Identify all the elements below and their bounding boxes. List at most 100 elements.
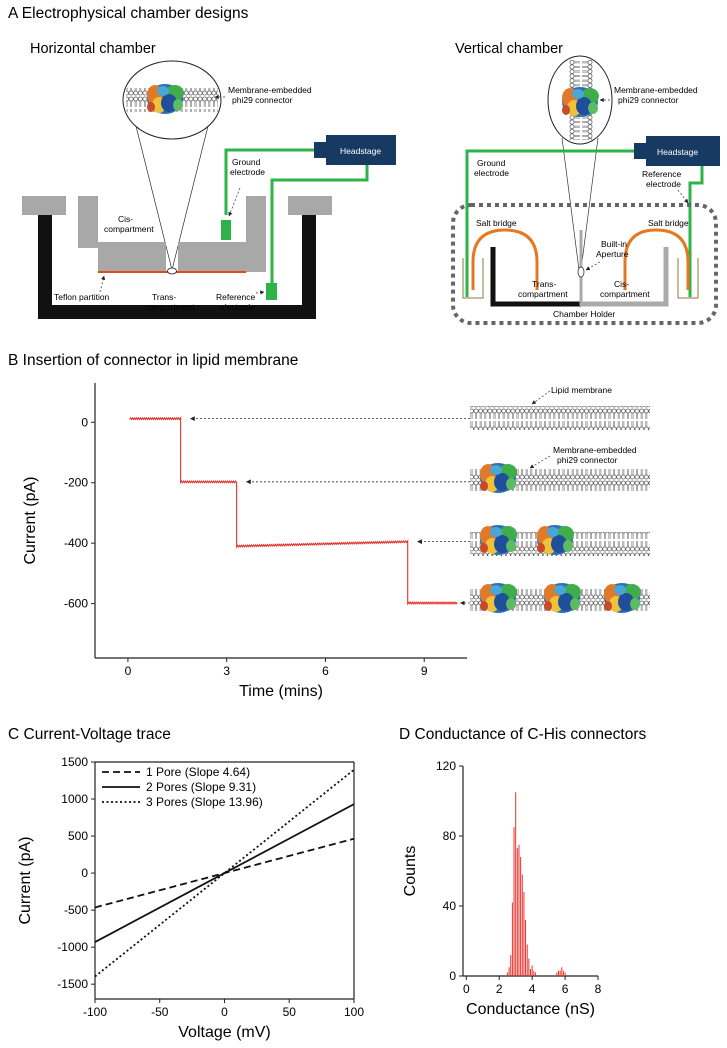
horizontal-chamber-title: Horizontal chamber bbox=[30, 41, 156, 57]
y-tick-label: 40 bbox=[443, 899, 457, 913]
histogram-bar bbox=[564, 972, 566, 976]
histogram-bar bbox=[508, 967, 510, 976]
y-tick-label: -1500 bbox=[57, 977, 88, 991]
y-tick-label: 120 bbox=[436, 759, 456, 773]
x-tick-label: -100 bbox=[83, 1005, 107, 1019]
histogram-bar bbox=[525, 920, 527, 976]
x-tick-label: 8 bbox=[595, 982, 602, 996]
y-tick-label: 0 bbox=[81, 415, 88, 429]
chamber-holder bbox=[451, 203, 718, 325]
y-tick-label: 80 bbox=[443, 829, 457, 843]
histogram-bar bbox=[513, 827, 515, 976]
x-tick-label: 0 bbox=[463, 982, 470, 996]
vertical-headstage: Headstage bbox=[634, 136, 720, 166]
histogram-bar bbox=[562, 970, 564, 976]
y-tick-label: -1000 bbox=[57, 940, 88, 954]
panel-b-title: B Insertion of connector in lipid membra… bbox=[8, 352, 298, 369]
magnified-membrane bbox=[122, 60, 222, 140]
horizontal-cis-label: Cis-compartment bbox=[104, 214, 154, 234]
horizontal-headstage: Headstage bbox=[314, 135, 396, 165]
x-tick-label: 0 bbox=[221, 1005, 228, 1019]
y-tick-label: 0 bbox=[81, 866, 88, 880]
legend-label: 3 Pores (Slope 13.96) bbox=[146, 795, 263, 809]
vertical-magnified-membrane bbox=[547, 55, 613, 145]
horizontal-trans-label: Trans-compartment bbox=[145, 292, 195, 312]
x-axis-label: Voltage (mV) bbox=[178, 1024, 270, 1041]
panel-c-title: C Current-Voltage trace bbox=[8, 726, 171, 743]
holder-label: Chamber Holder bbox=[553, 309, 616, 319]
x-axis-label: Conductance (nS) bbox=[466, 1001, 595, 1018]
panel-d-title: D Conductance of C-His connectors bbox=[399, 726, 647, 743]
x-tick-label: 100 bbox=[344, 1005, 364, 1019]
teflon-label: Teflon partition bbox=[54, 292, 110, 302]
y-tick-label: 500 bbox=[68, 829, 88, 843]
y-tick-label: -500 bbox=[64, 903, 88, 917]
x-tick-label: 6 bbox=[562, 982, 569, 996]
histogram-bar bbox=[518, 844, 520, 976]
salt-bridge-right bbox=[623, 228, 690, 290]
histogram-bar bbox=[520, 857, 522, 976]
histogram-bar bbox=[534, 972, 536, 976]
vertical-cis-label: Cis-compartment bbox=[600, 279, 650, 299]
histogram-bar bbox=[516, 848, 518, 976]
x-tick-label: 2 bbox=[496, 982, 503, 996]
y-axis-label: Counts bbox=[402, 846, 419, 897]
x-tick-label: 4 bbox=[529, 982, 536, 996]
iv-line bbox=[94, 803, 355, 943]
horizontal-ground-electrode bbox=[221, 220, 231, 240]
y-axis-label: Current (pA) bbox=[17, 836, 34, 924]
histogram-bar bbox=[533, 970, 535, 976]
lipid-membrane-label: Lipid membrane bbox=[551, 385, 612, 395]
histogram-bar bbox=[521, 874, 523, 976]
salt-bridge-left-label: Salt bridge bbox=[476, 218, 517, 228]
y-tick-label: 1000 bbox=[61, 792, 88, 806]
y-tick-label: 0 bbox=[449, 969, 456, 983]
histogram-bar bbox=[528, 958, 530, 976]
y-tick-label: -200 bbox=[64, 476, 88, 490]
x-tick-label: -50 bbox=[151, 1005, 169, 1019]
horizontal-reference-electrode bbox=[266, 283, 277, 300]
x-tick-label: 50 bbox=[283, 1005, 297, 1019]
histogram-bar bbox=[510, 955, 512, 976]
x-tick-label: 0 bbox=[125, 664, 132, 678]
histogram-bar bbox=[511, 902, 513, 976]
iv-line bbox=[94, 768, 355, 978]
legend-label: 2 Pores (Slope 9.31) bbox=[146, 780, 256, 794]
histogram-bar bbox=[530, 969, 531, 976]
histogram-bar bbox=[523, 892, 525, 976]
histogram-bar bbox=[506, 972, 508, 976]
salt-bridge-right-label: Salt bridge bbox=[648, 218, 689, 228]
y-tick-label: -600 bbox=[64, 597, 88, 611]
histogram-bar bbox=[515, 792, 517, 976]
x-tick-label: 9 bbox=[421, 664, 428, 678]
histogram-bar bbox=[559, 970, 561, 976]
histogram-bar bbox=[561, 967, 563, 976]
salt-bridge-left bbox=[471, 228, 539, 290]
y-tick-label: 1500 bbox=[61, 755, 88, 769]
legend-label: 1 Pore (Slope 4.64) bbox=[146, 765, 250, 779]
histogram-bar bbox=[556, 972, 558, 976]
histogram-bar bbox=[531, 965, 533, 976]
vertical-trans-label: Trans-compartment bbox=[518, 279, 568, 299]
y-axis-label: Current (pA) bbox=[22, 476, 39, 564]
vertical-chamber-title: Vertical chamber bbox=[455, 41, 563, 57]
svg-text:Headstage: Headstage bbox=[340, 146, 381, 156]
x-tick-label: 6 bbox=[322, 664, 329, 678]
x-tick-label: 3 bbox=[223, 664, 230, 678]
histogram-bar bbox=[526, 944, 528, 976]
svg-text:Headstage: Headstage bbox=[657, 147, 698, 157]
x-axis-label: Time (mins) bbox=[239, 683, 323, 700]
y-tick-label: -400 bbox=[64, 536, 88, 550]
